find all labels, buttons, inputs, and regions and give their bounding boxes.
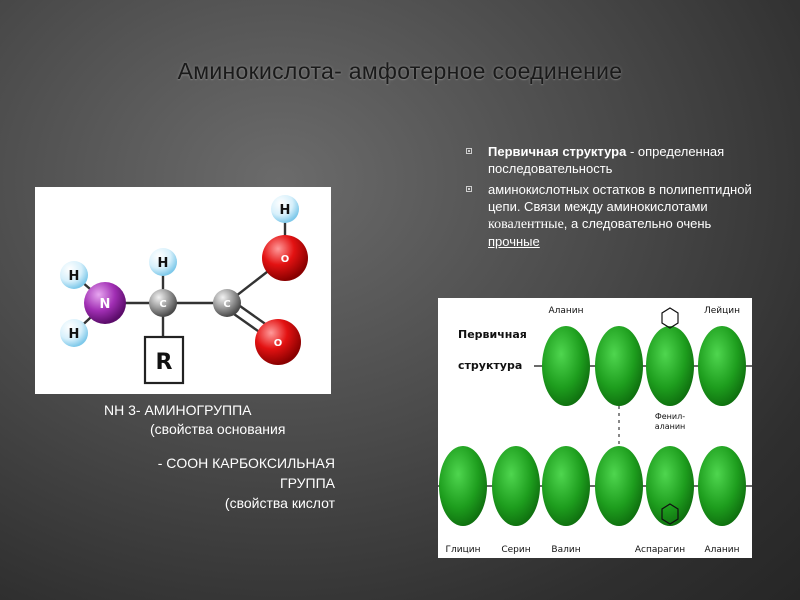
bullet-text: - определенная последовательность [488,144,725,176]
amino-acid-diagram: R H H H N C C O [35,187,331,394]
bullet-text: аминокислотных остатков в полипептидной … [488,182,752,214]
residue-ellipse [646,446,694,526]
svg-text:H: H [158,256,169,271]
amino-acid-svg: R H H H N C C O [60,195,308,385]
hydrogen-atom-2: H [60,319,88,347]
residue-ellipse [595,326,643,406]
svg-text:C: C [159,299,166,310]
bullet-bold-text: Первичная структура [488,144,627,159]
bullet-list: Первичная структура - определенная после… [466,143,766,254]
residue-label-phenylalanine-1: Фенил- [655,412,685,421]
residue-label-alanine-top: Аланин [548,306,583,316]
svg-text:H: H [69,327,80,342]
amino-group-properties: (свойства основания [150,421,286,437]
residue-label-valine: Валин [551,545,580,555]
svg-text:N: N [100,297,111,312]
peptide-structure-diagram: Первичная структура Аланин Лейцин Фенил-… [438,298,752,558]
peptide-title-line1: Первичная [458,328,527,341]
peptide-title-line2: структура [458,359,522,372]
residue-ellipse [492,446,540,526]
residue-ellipse [698,446,746,526]
square-bullet-icon [466,186,472,192]
oxygen-atom-1: O [262,235,308,281]
carbon-atom-alpha: C [149,289,177,317]
residue-ellipse [439,446,487,526]
residue-ellipse [542,446,590,526]
residue-ellipse [698,326,746,406]
svg-text:O: O [274,338,283,349]
carboxyl-group-caption: - COOH КАРБОКСИЛЬНАЯ [157,455,335,471]
oxygen-atom-2: O [255,319,301,365]
svg-text:C: C [223,299,230,310]
hydrogen-atom-1: H [60,261,88,289]
top-chain-residues [542,326,746,406]
bullet-item: аминокислотных остатков в полипептидной … [466,181,766,250]
carboxyl-group-properties: (свойства кислот [224,495,335,511]
carbon-atom-carboxyl: C [213,289,241,317]
residue-label-asparagine: Аспарагин [635,545,685,555]
residue-ellipse [542,326,590,406]
r-group-box [143,335,185,385]
benzene-ring-icon [661,503,679,525]
square-bullet-icon [466,148,472,154]
residue-label-glycine: Глицин [446,545,481,555]
residue-label-phenylalanine-2: аланин [655,422,686,431]
bullet-item: Первичная структура - определенная после… [466,143,766,177]
benzene-ring-icon [661,307,679,329]
hydrogen-atom-4: H [271,195,299,223]
amino-group-caption: NH 3- АМИНОГРУППА [104,402,252,418]
bullet-serif-text: ковалентные [488,217,564,232]
residue-label-alanine-bottom: Аланин [704,545,739,555]
svg-text:H: H [69,269,80,284]
nitrogen-atom: N [84,282,126,324]
bullet-underlined-text: прочные [488,234,540,249]
residue-ellipse [646,326,694,406]
r-group-label: R [156,350,173,375]
hydrogen-atom-3: H [149,248,177,276]
carboxyl-group-caption-2: ГРУППА [280,475,335,491]
svg-text:H: H [280,203,291,218]
bullet-text: , а следовательно очень [563,216,712,231]
slide-title: Аминокислота- амфотерное соединение [177,58,623,84]
residue-label-serine: Серин [501,545,530,555]
bottom-chain-residues [439,446,746,526]
residue-label-leucine: Лейцин [704,306,740,316]
peptide-svg: Первичная структура Аланин Лейцин Фенил-… [438,306,752,555]
residue-ellipse [595,446,643,526]
svg-text:O: O [281,254,290,265]
